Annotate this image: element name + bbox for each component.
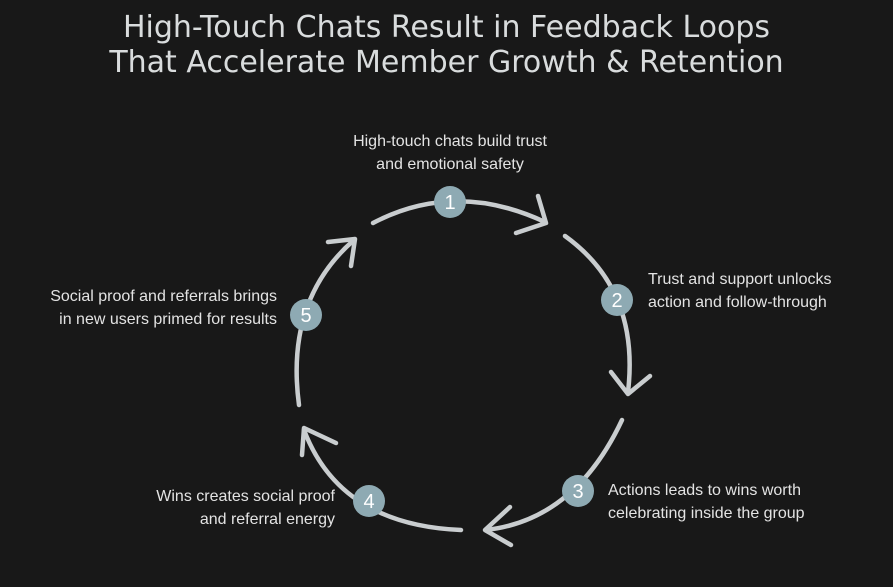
step-number-1: 1 bbox=[444, 192, 455, 214]
step-2-description: Trust and support unlocks action and fol… bbox=[648, 269, 832, 314]
step-3-description: Actions leads to wins worth celebrating … bbox=[608, 480, 805, 525]
cycle-arrowhead-2 bbox=[608, 369, 653, 397]
step-1-line-1: High-touch chats build trust bbox=[353, 133, 547, 150]
cycle-arrowhead-1 bbox=[513, 193, 549, 236]
step-3-line-2: celebrating inside the group bbox=[608, 504, 805, 522]
step-badge-5: 5 bbox=[290, 299, 322, 331]
step-5-line-2: in new users primed for results bbox=[59, 310, 277, 328]
step-number-3: 3 bbox=[572, 481, 583, 503]
step-5-line-1: Social proof and referrals brings bbox=[50, 288, 277, 305]
step-4-line-1: Wins creates social proof bbox=[156, 488, 335, 505]
step-badge-2: 2 bbox=[601, 284, 633, 316]
step-1-description: High-touch chats build trust and emotion… bbox=[345, 131, 555, 176]
step-5-description: Social proof and referrals brings in new… bbox=[30, 286, 277, 331]
step-badge-1: 1 bbox=[434, 186, 466, 218]
cycle-arrowhead-4 bbox=[299, 425, 339, 458]
step-badge-4: 4 bbox=[353, 485, 385, 517]
cycle-arrowhead-5 bbox=[325, 236, 358, 269]
step-1-line-2: and emotional safety bbox=[376, 155, 524, 173]
step-number-2: 2 bbox=[611, 290, 622, 312]
step-number-4: 4 bbox=[363, 491, 374, 513]
diagram-title-line-2: That Accelerate Member Growth & Retentio… bbox=[109, 45, 784, 80]
step-3-line-1: Actions leads to wins worth bbox=[608, 482, 801, 499]
step-badge-3: 3 bbox=[562, 475, 594, 507]
step-4-line-2: and referral energy bbox=[199, 510, 335, 528]
step-4-description: Wins creates social proof and referral e… bbox=[100, 486, 335, 531]
diagram-title-line-1: High-Touch Chats Result in Feedback Loop… bbox=[122, 10, 771, 45]
step-2-line-1: Trust and support unlocks bbox=[648, 271, 832, 288]
cycle-arrowhead-3 bbox=[482, 504, 514, 548]
step-number-5: 5 bbox=[300, 305, 311, 327]
step-2-line-2: action and follow-through bbox=[648, 293, 827, 311]
cycle-arrow-3 bbox=[483, 417, 625, 533]
